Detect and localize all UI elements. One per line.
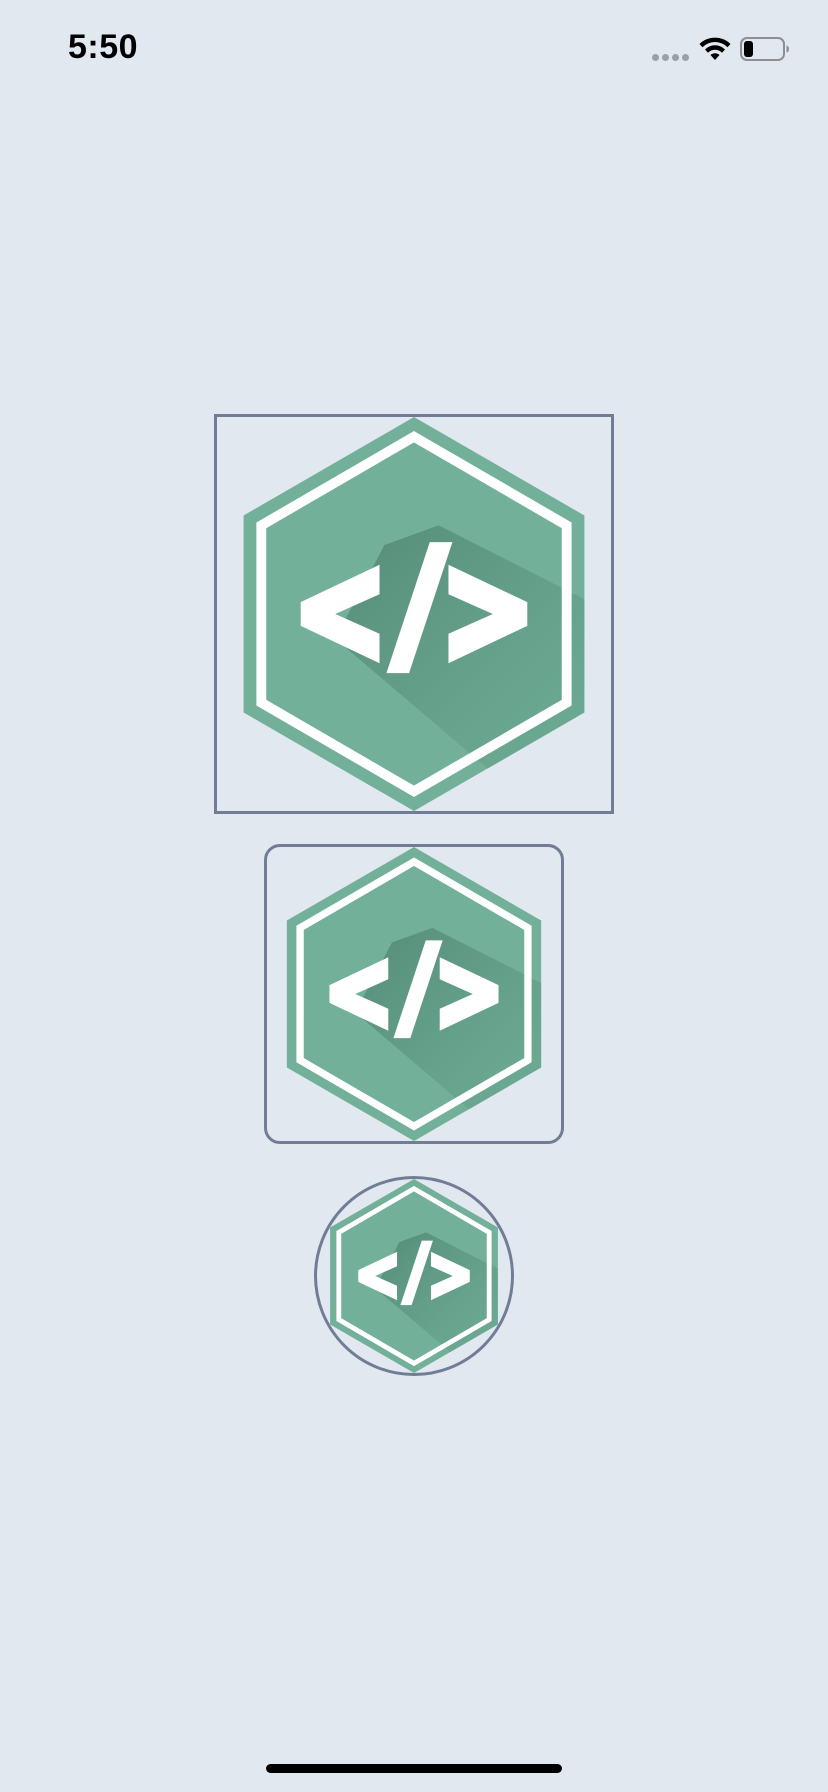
avatar-rounded: [264, 844, 564, 1144]
code-hexagon-icon: [317, 1179, 511, 1373]
cellular-signal-icon: [652, 54, 689, 61]
status-time: 5:50: [68, 28, 139, 66]
wifi-icon: [699, 37, 731, 60]
status-bar: 5:50: [0, 0, 828, 100]
code-hexagon-icon: [217, 417, 611, 811]
avatar-circle: [314, 1176, 514, 1376]
home-indicator[interactable]: [266, 1764, 562, 1773]
code-hexagon-icon: [267, 847, 561, 1141]
avatar-square: [214, 414, 614, 814]
battery-icon: [740, 37, 789, 61]
